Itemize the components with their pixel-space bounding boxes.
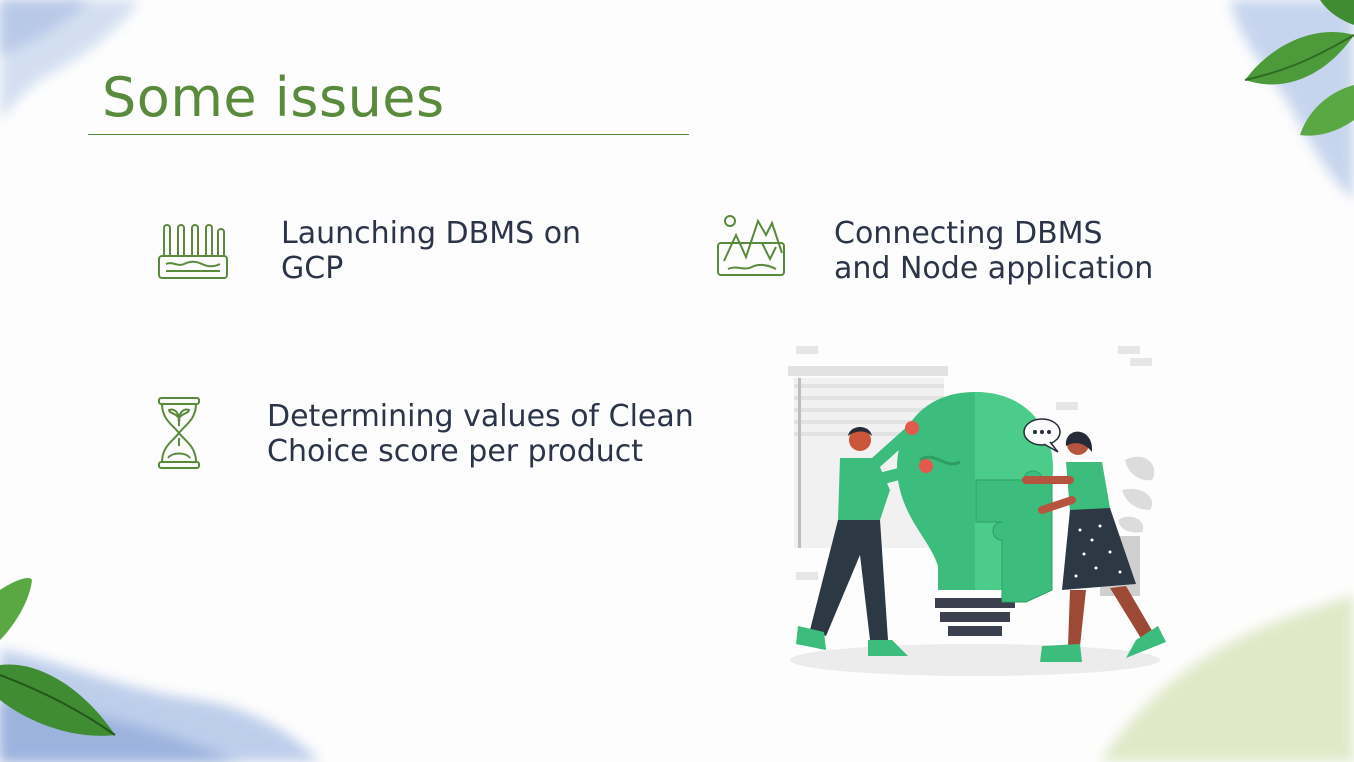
teamwork-lightbulb-illustration <box>788 346 1166 676</box>
issue-text-3: Determining values of Clean Choice score… <box>267 399 694 469</box>
watercolor-bottom-right <box>1100 595 1354 762</box>
person-right <box>1022 431 1166 662</box>
issue-text-1: Launching DBMS on GCP <box>281 216 582 286</box>
issue-text-2: Connecting DBMS and Node application <box>834 216 1154 286</box>
landscape-chart-icon <box>717 215 785 276</box>
speech-bubble-icon <box>1023 418 1061 453</box>
title-underline <box>88 134 689 135</box>
leaves-top-right <box>1244 0 1354 136</box>
slide-title: Some issues <box>102 66 445 129</box>
leaves-bottom-left <box>0 578 116 736</box>
server-icon <box>158 224 228 279</box>
person-left <box>796 421 933 656</box>
puzzle-piece <box>975 470 1053 603</box>
hourglass-plant-icon <box>158 397 200 469</box>
